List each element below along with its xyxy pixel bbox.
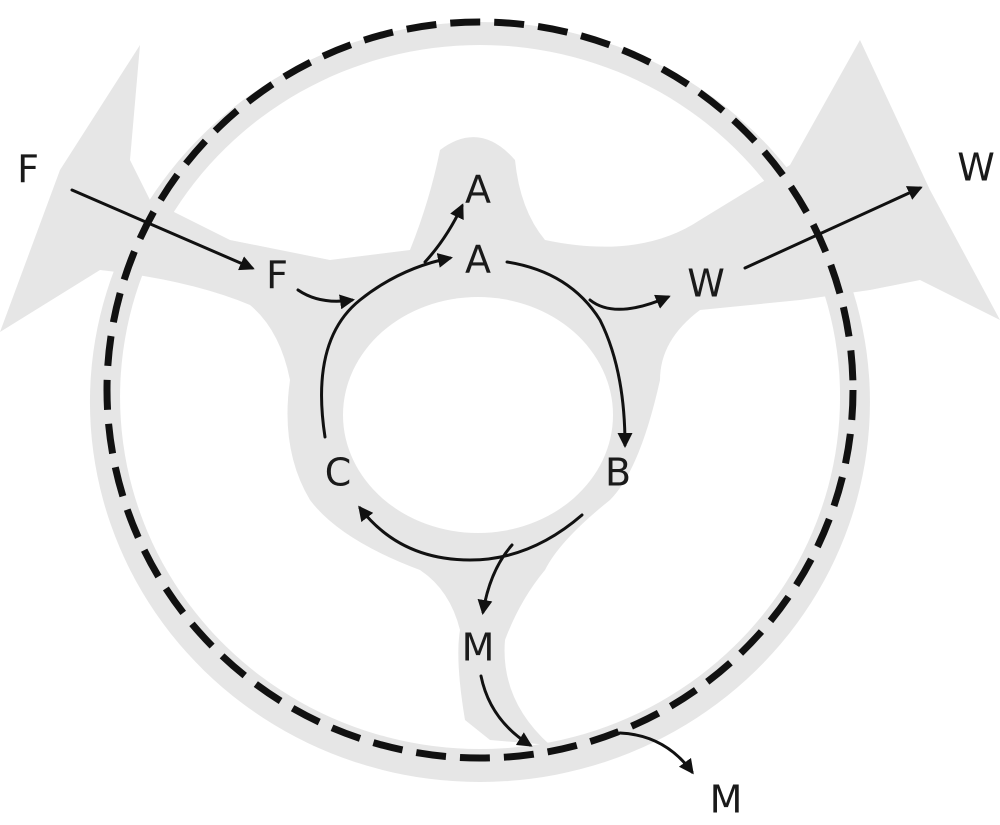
label-inner-output-m: M bbox=[462, 626, 495, 670]
arrow-to-inner-w bbox=[588, 294, 671, 311]
arrow-f-to-cycle bbox=[296, 288, 355, 310]
label-outer-input-f: F bbox=[17, 148, 39, 192]
label-outer-output-m: M bbox=[710, 778, 743, 822]
arrow-b-to-c bbox=[358, 505, 584, 562]
flow-arrows bbox=[70, 186, 923, 775]
label-node-b: B bbox=[605, 451, 631, 495]
labels: F F A A W W B C M M bbox=[17, 146, 995, 822]
label-inner-input-f: F bbox=[266, 254, 288, 298]
system-region bbox=[0, 22, 1000, 782]
arrow-inner-w-to-outer-w bbox=[743, 186, 923, 270]
system-boundary bbox=[103, 18, 857, 762]
label-node-a-inner: A bbox=[465, 238, 491, 282]
label-node-c: C bbox=[325, 451, 352, 495]
label-inner-output-w: W bbox=[687, 262, 725, 306]
arrow-inner-m-to-boundary bbox=[479, 674, 533, 747]
label-node-a-outer: A bbox=[465, 168, 491, 212]
arrow-outer-f-to-inner-f bbox=[70, 188, 255, 271]
arrow-to-outer-a bbox=[423, 203, 464, 264]
arrow-a-to-b bbox=[505, 260, 633, 448]
arrow-boundary-to-outer-m bbox=[618, 731, 694, 775]
arrow-c-to-a bbox=[320, 253, 453, 439]
inner-hole bbox=[343, 297, 613, 533]
label-outer-output-w: W bbox=[957, 146, 995, 190]
arrow-to-inner-m bbox=[477, 543, 514, 615]
